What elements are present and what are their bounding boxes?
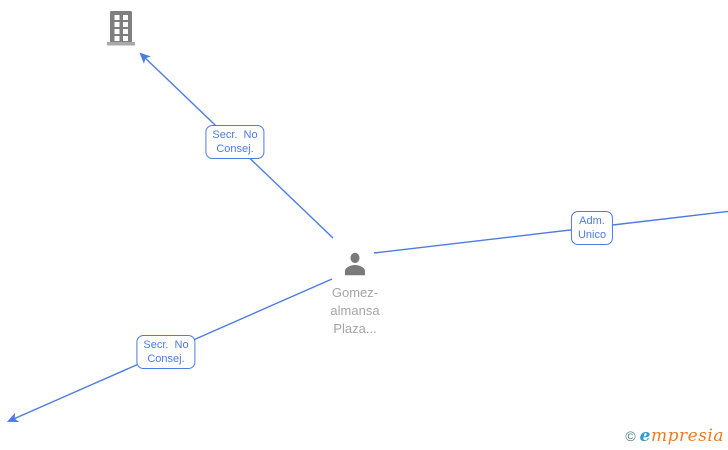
edge-label-secr-no-consej-top[interactable]: Secr. No Consej. bbox=[205, 125, 265, 159]
person-name-line: Plaza... bbox=[333, 321, 377, 336]
edge-line-adm-unico bbox=[373, 210, 728, 254]
edge-label-line: Consej. bbox=[147, 353, 185, 365]
person-node-label: Gomez- almansa Plaza... bbox=[330, 284, 379, 338]
person-icon bbox=[345, 252, 365, 276]
edge-label-line: Consej. bbox=[216, 143, 254, 155]
edge-label-adm-unico[interactable]: Adm. Unico bbox=[570, 211, 614, 245]
logo-rest-text: mpresia bbox=[651, 426, 724, 446]
person-name-line: Gomez- bbox=[331, 285, 379, 300]
edge-label-line: Adm. bbox=[579, 215, 605, 227]
node-company[interactable] bbox=[104, 11, 138, 47]
edge-label-secr-no-consej-bottom[interactable]: Secr. No Consej. bbox=[136, 335, 196, 369]
building-icon bbox=[107, 11, 135, 46]
logo-letter-e: e bbox=[639, 426, 651, 446]
node-person[interactable] bbox=[340, 249, 370, 279]
empresia-watermark-link[interactable]: © empresia bbox=[625, 426, 724, 446]
edge-label-line: Unico bbox=[577, 229, 607, 241]
person-name-line: almansa bbox=[330, 303, 380, 318]
edge-label-line: Secr. No bbox=[143, 339, 189, 351]
edge-label-line: Secr. No bbox=[212, 129, 258, 141]
empresia-logo: empresia bbox=[640, 426, 724, 446]
copyright-icon: © bbox=[625, 428, 636, 444]
